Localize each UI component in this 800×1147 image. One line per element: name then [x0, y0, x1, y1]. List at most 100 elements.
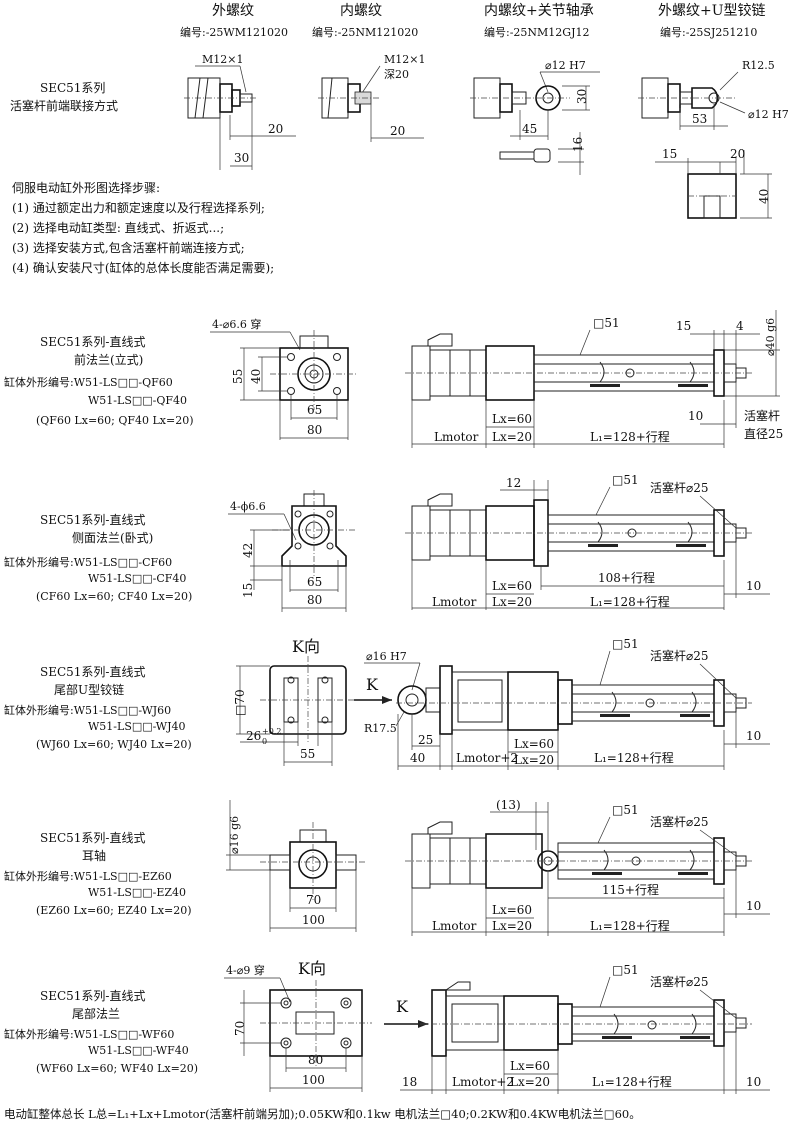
section-title: SEC51系列-直线式: [40, 665, 146, 679]
lx-60: Lx=60: [492, 903, 532, 917]
radius-label: R17.5: [364, 722, 397, 735]
hole-label: ⌀12 H7: [545, 59, 586, 72]
dim-sq51: □51: [612, 473, 639, 487]
dim-30: 30: [234, 151, 249, 165]
dim-w1: 65: [307, 403, 322, 417]
dim-20: 20: [730, 147, 745, 161]
dim-w2: 80: [307, 593, 322, 607]
dim-w2: 80: [307, 423, 322, 437]
section-title: SEC51系列-直线式: [40, 989, 146, 1003]
lx-20: Lx=20: [514, 753, 554, 767]
code-2: W51-LS□□-CF40: [88, 572, 186, 585]
step-4: (4) 确认安装尺寸(缸体的总体长度能否满足需要);: [12, 260, 274, 275]
rod-end-external-thread: 外螺纹 编号:-25WM121020 M12×1 20 30: [180, 3, 296, 170]
dim-10: 10: [746, 899, 761, 913]
stroke-108: 108+行程: [598, 570, 655, 585]
rod-end-section: SEC51系列 活塞杆前端联接方式 外螺纹 编号:-25WM121020 M12…: [10, 3, 789, 219]
k-arrow-label: K: [366, 675, 379, 694]
lx-60: Lx=60: [492, 579, 532, 593]
dim-w2: 100: [302, 913, 325, 927]
rod-dia: 直径25: [744, 427, 783, 441]
section-sub: 侧面法兰(卧式): [72, 531, 153, 545]
lmotor: Lmotor+2: [452, 1075, 514, 1089]
lx-60: Lx=60: [492, 412, 532, 426]
hole-label: ⌀16 H7: [366, 650, 407, 663]
dim-sq51: □51: [593, 316, 620, 330]
lx-60: Lx=60: [510, 1059, 550, 1073]
holes-label: 4-ϕ6.6: [230, 500, 266, 513]
note: (CF60 Lx=60; CF40 Lx=20): [36, 590, 192, 603]
dim-sq51: □51: [612, 637, 639, 651]
dim-16: 16: [571, 137, 585, 152]
dim-26: 26: [246, 729, 261, 743]
k-arrow-label: K: [396, 997, 409, 1016]
lmotor: Lmotor: [432, 919, 477, 933]
section-title: SEC51系列-直线式: [40, 335, 146, 349]
type-code: 编号:-25WM121020: [180, 25, 288, 39]
dim-25: 25: [418, 733, 433, 747]
l1: L₁=128+行程: [590, 918, 670, 933]
type-name: 内螺纹+关节轴承: [484, 3, 594, 19]
section-front-flange: SEC51系列-直线式 前法兰(立式) 缸体外形编号:W51-LS□□-QF60…: [4, 310, 783, 448]
dim-dia16: ⌀16 g6: [228, 816, 241, 854]
section-sub: 尾部法兰: [72, 1006, 120, 1021]
lx-20: Lx=20: [492, 919, 532, 933]
section-title: SEC51系列-直线式: [40, 831, 146, 845]
dim-12: 12: [506, 476, 521, 490]
dim-sq51: □51: [612, 963, 639, 977]
dim-40: 40: [410, 751, 425, 765]
k-view-label: K向: [292, 637, 320, 656]
dim-13: (13): [496, 798, 521, 812]
section-trunnion: SEC51系列-直线式 耳轴 缸体外形编号:W51-LS□□-EZ60 W51-…: [4, 798, 770, 936]
note: (EZ60 Lx=60; EZ40 Lx=20): [36, 904, 192, 917]
stroke-115: 115+行程: [602, 882, 659, 897]
note: (QF60 Lx=60; QF40 Lx=20): [36, 414, 194, 427]
tol-upper: +0.2: [262, 727, 281, 736]
step-1: (1) 通过额定出力和额定速度以及行程选择系列;: [12, 200, 265, 215]
radius-label: R12.5: [742, 59, 775, 72]
dim-dia40: ⌀40 g6: [764, 318, 777, 356]
rod-label: 活塞杆: [744, 408, 780, 423]
code-2: W51-LS□□-WF40: [88, 1044, 189, 1057]
rod-end-rod-eye: 内螺纹+关节轴承 编号:-25NM12GJ12 ⌀12 H7 30 45 16: [470, 3, 600, 175]
dim-4: 4: [736, 319, 744, 333]
dim-sq51: □51: [612, 803, 639, 817]
steps-heading: 伺服电动缸外形图选择步骤:: [12, 180, 160, 195]
rod-label: 活塞杆⌀25: [650, 974, 709, 989]
selection-steps: 伺服电动缸外形图选择步骤: (1) 通过额定出力和额定速度以及行程选择系列; (…: [12, 180, 274, 275]
section-sub: 前法兰(立式): [74, 352, 143, 367]
section-side-flange: SEC51系列-直线式 侧面法兰(卧式) 缸体外形编号:W51-LS□□-CF6…: [4, 473, 770, 612]
thread-label: M12×1: [202, 53, 243, 66]
section-sub: 尾部U型铰链: [54, 682, 124, 697]
lmotor: Lmotor+2: [456, 751, 518, 765]
rod-label: 活塞杆⌀25: [650, 480, 709, 495]
rod-label: 活塞杆⌀25: [650, 648, 709, 663]
l1: L₁=128+行程: [592, 1074, 672, 1089]
l1: L₁=128+行程: [594, 750, 674, 765]
type-code: 编号:-25SJ251210: [660, 25, 757, 39]
code-2: W51-LS□□-WJ40: [88, 720, 185, 733]
lmotor: Lmotor: [432, 595, 477, 609]
rod-end-u-clevis: 外螺纹+U型铰链 编号:-25SJ251210 R12.5 ⌀12 H7 53 …: [638, 3, 789, 219]
series-title: SEC51系列: [40, 81, 105, 95]
hole-label: ⌀12 H7: [748, 108, 789, 121]
dim-10: 10: [688, 409, 703, 423]
series-desc: 活塞杆前端联接方式: [10, 98, 118, 113]
dim-53: 53: [692, 112, 707, 126]
code-2: W51-LS□□-EZ40: [88, 886, 186, 899]
lmotor: Lmotor: [434, 430, 479, 444]
depth-label: 深20: [384, 68, 409, 81]
lx-20: Lx=20: [492, 430, 532, 444]
type-name: 外螺纹+U型铰链: [658, 3, 766, 19]
dim-w1: 80: [308, 1053, 323, 1067]
code-2: W51-LS□□-QF40: [88, 394, 187, 407]
type-code: 编号:-25NM12GJ12: [484, 25, 590, 39]
type-code: 编号:-25NM121020: [312, 25, 418, 39]
dim-55: 55: [300, 747, 315, 761]
tol-lower: 0: [262, 737, 267, 746]
note: (WJ60 Lx=60; WJ40 Lx=20): [36, 738, 192, 751]
step-3: (3) 选择安装方式,包含活塞杆前端连接方式;: [12, 240, 245, 255]
dim-w1: 70: [306, 893, 321, 907]
dim-70: 70: [233, 1021, 247, 1036]
thread-label: M12×1: [384, 53, 425, 66]
